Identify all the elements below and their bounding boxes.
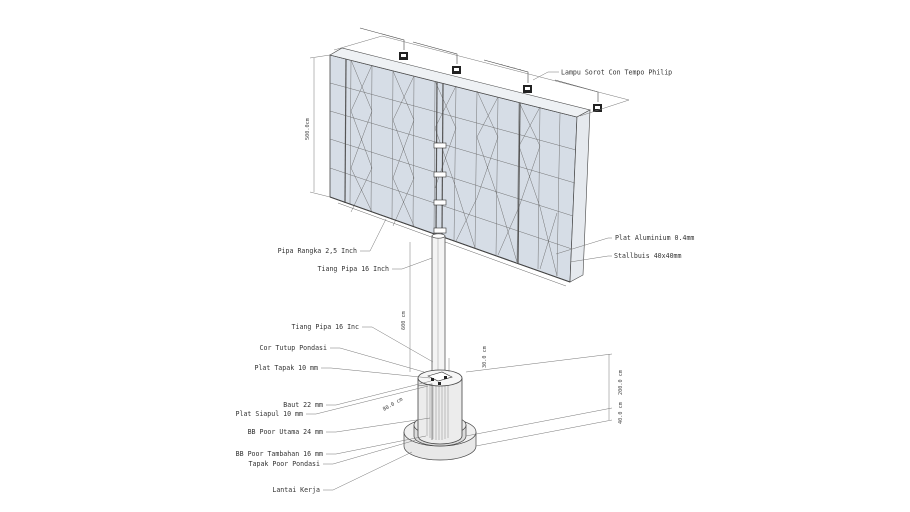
label-tiang-pipa-low-text: Tiang Pipa 16 Inc — [292, 323, 360, 331]
pole-height-text: 600 cm — [401, 311, 407, 330]
label-baut-text: Baut 22 mm — [283, 401, 323, 409]
lamp-lens — [525, 87, 530, 90]
label-stallbuis-text: Stallbuis 40x40mm — [614, 252, 682, 260]
label-pipa-rangka: Pipa Rangka 2,5 Inch — [278, 218, 387, 255]
clamp — [433, 171, 447, 178]
bolt-icon — [431, 378, 434, 381]
top-dimension: · · · · — [333, 35, 630, 117]
label-plat-alu: Plat Aluminium 0.4mm — [555, 234, 694, 255]
lamp-1 — [359, 27, 408, 60]
label-cor-tutup-text: Cor Tutup Pondasi — [260, 344, 328, 352]
lamp-2 — [412, 41, 461, 74]
label-bb-utama: BB Poor Utama 24 mm — [248, 417, 431, 436]
label-plat-alu-text: Plat Aluminium 0.4mm — [615, 234, 694, 242]
billboard-frame — [329, 47, 591, 287]
lamp-lens — [401, 54, 406, 57]
lamp-3 — [483, 59, 532, 93]
pole-clamps — [433, 142, 447, 234]
board-height-text: 500.0cm — [305, 118, 311, 140]
plate-w-text: 30.0 cm — [482, 346, 488, 368]
bottom-rail — [329, 196, 571, 283]
label-tapak-poor-text: Tapak Poor Pondasi — [249, 460, 320, 468]
label-plat-tapak-text: Plat Tapak 10 mm — [254, 364, 318, 372]
cutaway-edge — [417, 383, 433, 440]
floodlights — [359, 27, 602, 112]
frame-bracing — [350, 59, 558, 277]
clamp — [433, 227, 447, 234]
label-lantai-kerja: Lantai Kerja — [272, 451, 413, 494]
foundation — [403, 369, 477, 461]
label-bb-tambahan: BB Poor Tambahan 16 mm — [236, 435, 427, 458]
main-truss — [344, 58, 521, 264]
clamp — [433, 199, 447, 206]
bolt-icon — [444, 376, 447, 379]
lamp-lens — [595, 106, 600, 109]
plate-d-text: 80.0 cm — [382, 397, 404, 413]
pole-height-dimension: 600 cm — [401, 242, 411, 372]
label-plat-siapul-text: Plat Siapul 10 mm — [236, 410, 304, 418]
panel-side-face — [569, 109, 591, 283]
label-tapak-poor: Tapak Poor Pondasi — [249, 439, 417, 468]
label-bb-utama-text: BB Poor Utama 24 mm — [248, 428, 323, 436]
main-pole — [431, 233, 446, 377]
label-pipa-rangka-text: Pipa Rangka 2,5 Inch — [278, 247, 357, 255]
bottom-rail-inner — [337, 202, 567, 287]
frame-verticals — [349, 59, 561, 277]
clamp — [433, 142, 447, 149]
lamp-lens — [454, 68, 459, 71]
label-tiang-pipa-low: Tiang Pipa 16 Inc — [292, 323, 434, 363]
base-height-text: 40.0 cm — [618, 402, 624, 424]
bolt-icon — [438, 382, 441, 385]
aluminium-panel — [329, 54, 578, 283]
label-baut: Baut 22 mm — [283, 380, 432, 409]
board-height-dimension: 500.0cm — [305, 54, 331, 198]
foundation-dimensions: 200.0 cm 40.0 cm — [465, 353, 624, 447]
label-tiang-pipa-top-text: Tiang Pipa 16 Inch — [318, 265, 389, 273]
rebar-cage — [426, 384, 449, 440]
frame-horizontals — [329, 82, 577, 250]
label-lampu: Lampu Sorot Con Tempo Philip — [532, 69, 672, 81]
label-plat-siapul: Plat Siapul 10 mm — [236, 385, 429, 418]
label-cor-tutup: Cor Tutup Pondasi — [260, 344, 425, 373]
label-lantai-kerja-text: Lantai Kerja — [272, 486, 320, 494]
label-bb-tambahan-text: BB Poor Tambahan 16 mm — [236, 450, 323, 458]
label-lampu-text: Lampu Sorot Con Tempo Philip — [561, 69, 672, 77]
label-stallbuis: Stallbuis 40x40mm — [569, 252, 682, 263]
found-height-text: 200.0 cm — [618, 370, 624, 395]
svg-text:· · · ·: · · · · — [499, 62, 522, 73]
pondasi-column — [417, 378, 463, 445]
label-plat-tapak: Plat Tapak 10 mm — [254, 364, 431, 379]
label-tiang-pipa-top: Tiang Pipa 16 Inch — [318, 257, 433, 273]
